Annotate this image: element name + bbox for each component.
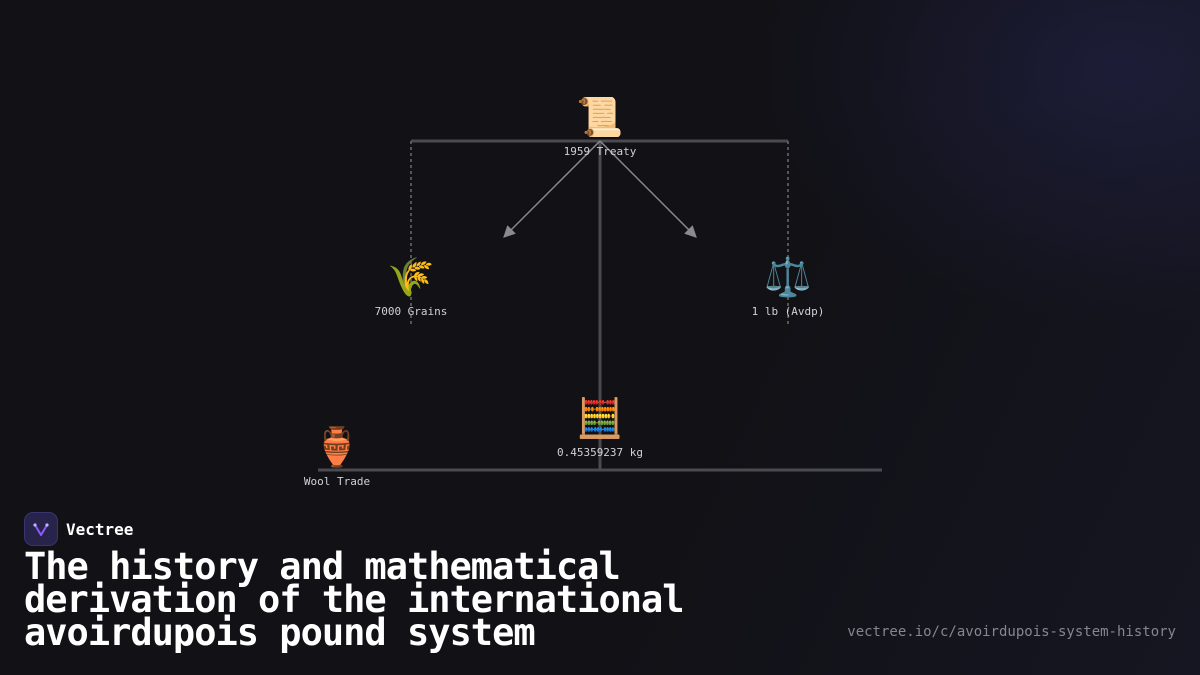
balance-scale-icon: ⚖️ — [764, 255, 812, 299]
node-wool: 🏺 Wool Trade — [304, 425, 370, 488]
arrow-to-pound — [599, 140, 697, 238]
abacus-icon: 🧮 — [576, 396, 624, 440]
node-label: 1 lb (Avdp) — [751, 305, 825, 318]
node-label: 1959 Treaty — [563, 145, 637, 158]
node-label: 7000 Grains — [374, 305, 448, 318]
arrow-to-grains — [503, 140, 601, 238]
node-label: Wool Trade — [303, 475, 371, 488]
wheat-icon: 🌾 — [387, 255, 435, 299]
brand[interactable]: Vectree — [24, 512, 133, 546]
brand-name: Vectree — [66, 519, 134, 539]
source-url[interactable]: vectree.io/c/avoirdupois-system-history — [847, 624, 1176, 640]
node-grains: 🌾 7000 Grains — [375, 255, 448, 318]
node-pound: ⚖️ 1 lb (Avdp) — [752, 255, 825, 318]
amphora-icon: 🏺 — [313, 425, 361, 469]
node-treaty: 📜 1959 Treaty — [564, 95, 637, 158]
node-kg: 🧮 0.45359237 kg — [557, 396, 643, 459]
node-label: 0.45359237 kg — [556, 446, 644, 459]
scroll-icon: 📜 — [576, 95, 624, 139]
vectree-logo-icon — [24, 512, 58, 546]
page-title: The history and mathematical derivation … — [24, 545, 685, 654]
